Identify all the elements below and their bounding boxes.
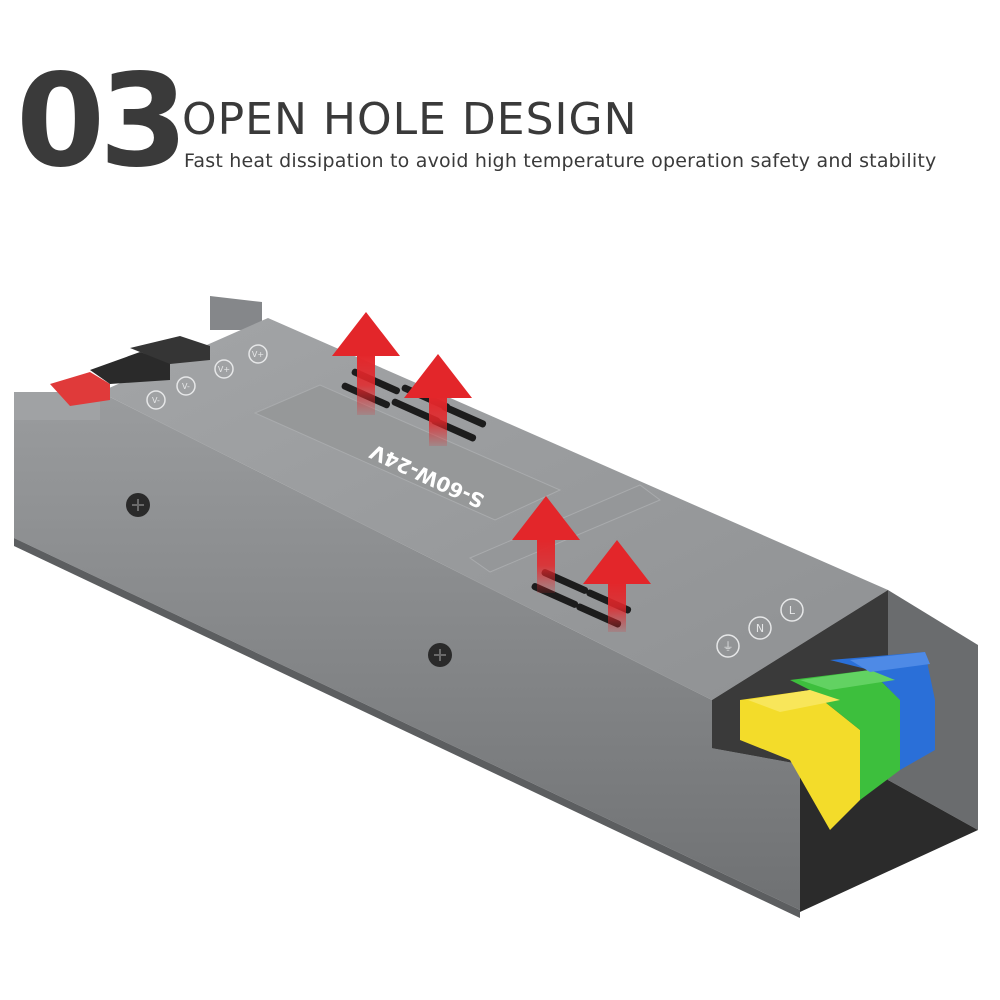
case-front-side <box>14 392 800 910</box>
output-terminal-labels: V- V- V+ V+ <box>152 350 264 405</box>
feature-title: OPEN HOLE DESIGN <box>182 94 638 145</box>
heat-arrow-3 <box>512 496 580 593</box>
terminal-blue-lever <box>850 652 930 672</box>
terminal-green <box>790 670 900 800</box>
terminal-red <box>50 372 110 406</box>
terminal-blue <box>830 652 935 770</box>
feature-header: 03 OPEN HOLE DESIGN Fast heat dissipatio… <box>0 0 1000 220</box>
case-bottom-edge <box>14 538 800 918</box>
terminal-yellow <box>740 690 860 830</box>
output-label-3: V+ <box>218 365 230 374</box>
heat-arrow-1 <box>332 312 400 415</box>
heat-arrow-4 <box>583 540 651 632</box>
feature-subtitle: Fast heat dissipation to avoid high temp… <box>184 150 937 172</box>
terminal-black-2 <box>130 336 210 364</box>
screw-icon <box>428 643 452 667</box>
output-label-1: V- <box>152 396 160 405</box>
input-label-1: ⏚ <box>723 640 734 653</box>
label-panel <box>253 384 562 521</box>
screw-icon <box>126 493 150 517</box>
terminal-green-lever <box>800 670 895 690</box>
rear-flange <box>210 296 262 330</box>
terminal-yellow-lever <box>748 690 840 712</box>
input-terminal-labels: ⏚ N L <box>723 604 796 653</box>
input-label-3: L <box>789 604 796 617</box>
input-label-2: N <box>756 622 764 635</box>
terminal-black-1 <box>90 352 170 384</box>
heat-arrow-2 <box>404 354 472 446</box>
output-label-4: V+ <box>252 350 264 359</box>
output-terminal-symbols <box>146 344 268 410</box>
right-end-floor <box>712 748 978 912</box>
feature-number: 03 <box>16 47 188 196</box>
output-label-2: V- <box>182 382 190 391</box>
input-terminal-symbols <box>716 598 804 658</box>
